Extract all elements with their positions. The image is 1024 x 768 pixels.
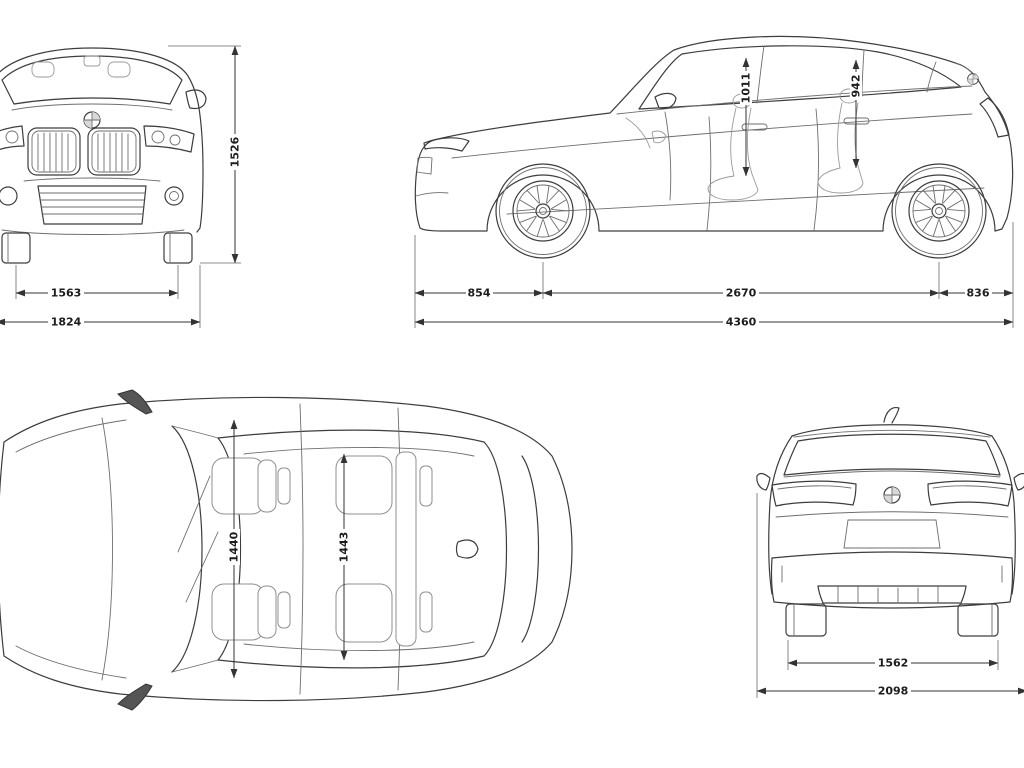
side-mirror xyxy=(117,389,153,415)
headlight-left xyxy=(0,125,25,151)
headlight-right xyxy=(143,125,195,153)
side-mirrors xyxy=(756,472,1024,491)
dim-front-width: 1824 xyxy=(0,265,201,329)
dim-label-length: 4360 xyxy=(726,316,757,329)
dim-side-bottom: 854 2670 836 4360 xyxy=(414,222,1014,329)
side-mirror xyxy=(654,92,677,110)
dim-label-rear-width-mirrors: 2098 xyxy=(878,685,909,698)
dim-label-rear-track: 1562 xyxy=(878,657,909,670)
front-wheel xyxy=(495,163,591,259)
kidney-grille-left xyxy=(27,127,81,176)
side-mirror xyxy=(117,683,153,711)
bmw-roundel-icon xyxy=(883,486,901,504)
taillight-left xyxy=(771,480,857,507)
dim-side-front-interior-height: 1011 xyxy=(740,57,753,177)
bmw-roundel-icon xyxy=(83,111,101,129)
front-view: 1526 1563 1824 xyxy=(0,45,242,329)
bmw-roundel-icon xyxy=(967,73,979,85)
dim-label-front-track: 1563 xyxy=(51,287,82,300)
dim-label-top-front-width: 1440 xyxy=(228,531,241,562)
dim-front-track: 1563 xyxy=(15,265,179,300)
taillight-right xyxy=(927,480,1013,507)
dim-label-rear-interior-height: 942 xyxy=(850,75,863,98)
dim-label-front-width: 1824 xyxy=(51,316,82,329)
side-mirror xyxy=(185,89,207,110)
dim-label-front-height: 1526 xyxy=(229,136,242,167)
dim-label-front-interior-height: 1011 xyxy=(740,73,753,104)
kidney-grille-right xyxy=(87,127,141,176)
dim-rear-track: 1562 xyxy=(787,640,999,670)
dim-side-rear-interior-height: 942 xyxy=(850,59,863,169)
side-view: 1011 942 854 2670 836 4360 xyxy=(414,35,1014,329)
dim-top-front-width: 1440 xyxy=(228,419,241,679)
dim-label-rear-overhang: 836 xyxy=(967,287,990,300)
lower-air-intake xyxy=(37,185,147,225)
rear-wheel xyxy=(891,163,987,259)
dim-label-wheelbase: 2670 xyxy=(726,287,757,300)
dim-top-rear-width: 1443 xyxy=(338,453,351,661)
antenna-fin xyxy=(883,406,900,424)
rear-view: 1562 2098 xyxy=(756,406,1024,698)
top-view: 1440 1443 xyxy=(0,389,573,711)
antenna-fin xyxy=(455,539,479,559)
dim-label-top-rear-width: 1443 xyxy=(338,532,351,563)
dim-label-front-overhang: 854 xyxy=(468,287,491,300)
dim-front-height: 1526 xyxy=(168,45,242,264)
dim-rear-width-mirrors: 2098 xyxy=(756,493,1024,698)
